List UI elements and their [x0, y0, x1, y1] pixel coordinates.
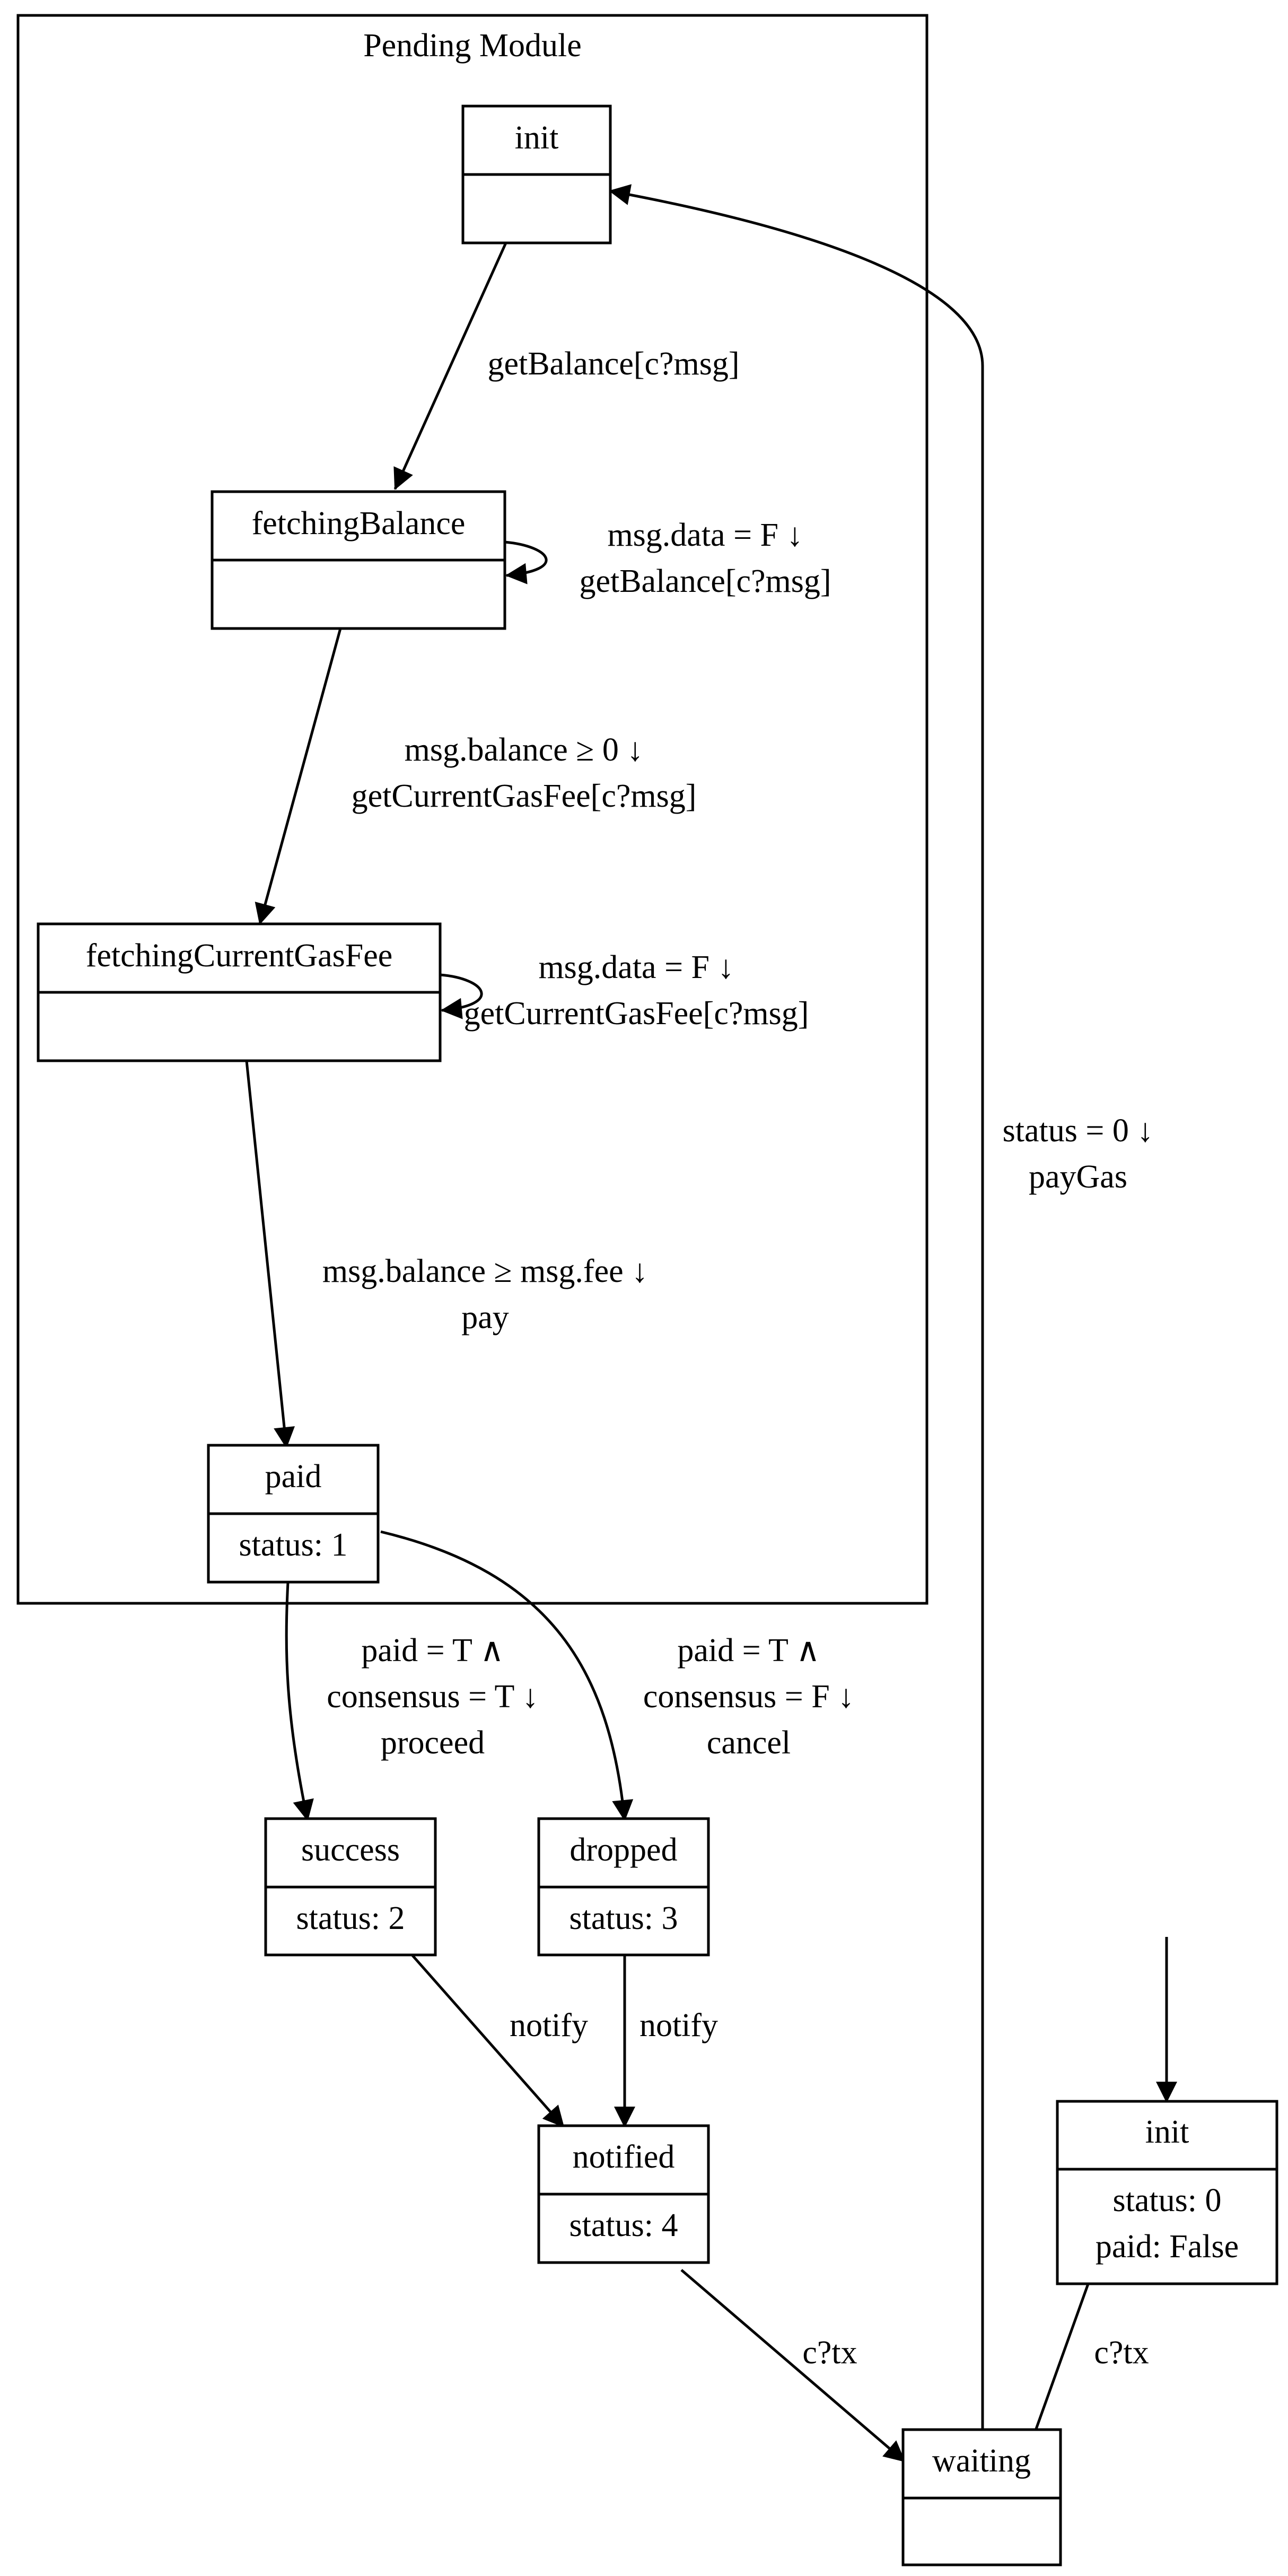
- node-waiting: waiting: [901, 2428, 1062, 2566]
- node-title: init: [1145, 2114, 1189, 2150]
- node-status: status: 0: [1113, 2182, 1222, 2219]
- edge-label-line: msg.data = F ↓: [607, 517, 803, 553]
- edge-fetchingbalance-to-gasfee: msg.balance ≥ 0 ↓ getCurrentGasFee[c?msg…: [255, 628, 697, 925]
- edge-fetchingbalance-self: msg.data = F ↓ getBalance[c?msg]: [504, 517, 831, 599]
- edge-gasfee-self: msg.data = F ↓ getCurrentGasFee[c?msg]: [440, 949, 809, 1032]
- nodes: init fetchingBalance fetchingCurrentGasF…: [37, 104, 1278, 2566]
- node-init-inner: init: [461, 104, 612, 244]
- node-status: status: 4: [569, 2207, 678, 2243]
- node-fetchingbalance: fetchingBalance: [211, 490, 506, 630]
- node-paid: paid status: 1: [207, 1444, 380, 1584]
- edge-paid-to-dropped: paid = T ∧ consensus = F ↓ cancel: [380, 1530, 854, 1821]
- edge-label-line: msg.balance ≥ msg.fee ↓: [322, 1253, 648, 1289]
- edge-label-line: paid = T ∧: [677, 1632, 820, 1669]
- edge-label-line: pay: [461, 1299, 509, 1335]
- cluster-title: Pending Module: [363, 28, 582, 64]
- node-title: init: [515, 120, 559, 156]
- edge-label-line: consensus = F ↓: [643, 1679, 854, 1715]
- edge-label-line: c?tx: [802, 2335, 857, 2371]
- edge-label-line: msg.balance ≥ 0 ↓: [405, 732, 644, 768]
- pending-module-cluster: Pending Module: [16, 14, 928, 1605]
- node-fetchingcurrentgasfee: fetchingCurrentGasFee: [37, 922, 442, 1062]
- node-notified: notified status: 4: [537, 2124, 710, 2264]
- edge-gasfee-to-paid: msg.balance ≥ msg.fee ↓ pay: [245, 1060, 648, 1448]
- edge-label-line: getCurrentGasFee[c?msg]: [352, 778, 697, 814]
- edge-label-line: proceed: [381, 1725, 485, 1761]
- edge-label-line: paid = T ∧: [361, 1632, 504, 1669]
- node-title: paid: [265, 1459, 322, 1495]
- edge-notified-to-waiting: c?tx: [680, 2269, 906, 2463]
- node-status: status: 3: [569, 1900, 678, 1936]
- edge-success-to-notified: notify: [411, 1954, 588, 2128]
- node-dropped: dropped status: 3: [537, 1817, 710, 1957]
- node-title: fetchingCurrentGasFee: [86, 938, 392, 974]
- edge-paid-to-success: paid = T ∧ consensus = T ↓ proceed: [285, 1582, 539, 1821]
- node-init-outer: init status: 0 paid: False: [1056, 2100, 1278, 2285]
- edge-label-line: msg.data = F ↓: [538, 949, 734, 985]
- edge-dropped-to-notified: notify: [614, 1955, 718, 2128]
- edge-label: getBalance[c?msg]: [487, 346, 739, 382]
- node-title: success: [301, 1832, 400, 1868]
- edges: getBalance[c?msg] msg.data = F ↓ getBala…: [245, 184, 1177, 2463]
- edge-waiting-to-init: status = 0 ↓ payGas: [609, 184, 1154, 2430]
- node-title: dropped: [569, 1832, 677, 1868]
- edge-label-line: c?tx: [1094, 2335, 1149, 2371]
- node-title: waiting: [932, 2443, 1031, 2479]
- edge-label-line: payGas: [1029, 1159, 1127, 1195]
- node-title: notified: [573, 2139, 675, 2175]
- node-success: success status: 2: [264, 1817, 437, 1957]
- edge-init-to-fetchingbalance: getBalance[c?msg]: [393, 242, 740, 490]
- node-title: fetchingBalance: [252, 505, 466, 542]
- edge-label-line: notify: [639, 2007, 718, 2044]
- edge-label-line: cancel: [707, 1725, 791, 1761]
- edge-label-line: consensus = T ↓: [327, 1679, 539, 1715]
- edge-label-line: notify: [510, 2007, 588, 2044]
- edge-label-line: getBalance[c?msg]: [579, 563, 831, 599]
- node-paid-flag: paid: False: [1096, 2229, 1239, 2265]
- node-status: status: 1: [239, 1527, 348, 1563]
- node-status: status: 2: [296, 1900, 405, 1936]
- edge-label-line: status = 0 ↓: [1003, 1113, 1154, 1149]
- edge-label-line: getCurrentGasFee[c?msg]: [464, 996, 809, 1032]
